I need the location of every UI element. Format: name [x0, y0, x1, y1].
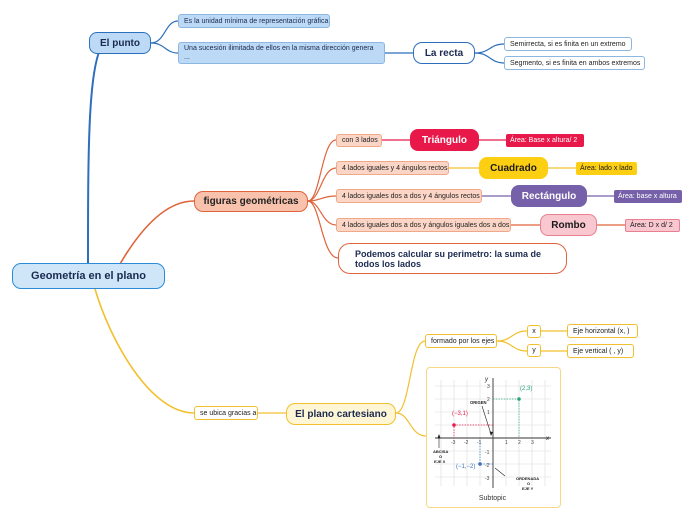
svg-text:2: 2 — [518, 440, 521, 446]
ordenada-line3: EJE Y — [522, 486, 534, 491]
topic-el-punto[interactable]: El punto — [89, 32, 151, 54]
cartesian-plane-image[interactable]: -3 -2 -1 1 2 3 3 2 1 -1 -2 -3 x y (2,3) (−3,1) (… — [426, 367, 561, 508]
abscisa-line1: ABCISA — [433, 449, 448, 454]
point-2-3 — [517, 397, 521, 401]
shape-rombo[interactable]: Rombo — [540, 214, 597, 236]
shape-triangulo[interactable]: Triángulo — [410, 129, 479, 151]
punto-sucesion[interactable]: Una sucesión ilimitada de ellos en la mi… — [178, 42, 385, 64]
point-neg3-1 — [452, 423, 456, 427]
svg-text:-2: -2 — [485, 463, 490, 469]
origen-label: ORIGEN — [470, 400, 487, 405]
eje-x-label[interactable]: x — [527, 325, 541, 338]
point-label-2-3: (2,3) — [520, 386, 532, 392]
svg-text:-3: -3 — [485, 476, 490, 482]
area-rectangulo[interactable]: Área: base x altura — [614, 190, 682, 203]
point-label-neg1-neg2: (−1,−2) — [456, 464, 475, 470]
eje-y-desc[interactable]: Eje vertical ( , y) — [567, 344, 634, 358]
topic-figuras-geometricas[interactable]: figuras geométricas — [194, 191, 308, 212]
topic-plano-cartesiano[interactable]: El plano cartesiano — [286, 403, 396, 425]
recta-segmento[interactable]: Segmento, si es finita en ambos extremos — [504, 56, 645, 70]
punto-sucesion-line1: Una sucesión ilimitada de ellos en la mi… — [184, 45, 374, 52]
svg-text:2: 2 — [487, 397, 490, 403]
figura-desc-cuadrado[interactable]: 4 lados iguales y 4 ángulos rectos — [336, 161, 449, 175]
shape-cuadrado[interactable]: Cuadrado — [479, 157, 548, 179]
topic-la-recta[interactable]: La recta — [413, 42, 475, 64]
point-neg1-neg2 — [478, 462, 482, 466]
svg-text:-2: -2 — [464, 440, 469, 446]
punto-sucesion-line2: ... — [184, 54, 190, 61]
svg-text:1: 1 — [487, 410, 490, 416]
svg-text:-1: -1 — [485, 450, 490, 456]
figura-desc-rombo[interactable]: 4 lados iguales dos a dos y ángulos igua… — [336, 218, 511, 232]
perimetro-note[interactable]: Podemos calcular su perimetro: la suma d… — [338, 243, 567, 274]
point-label-neg3-1: (−3,1) — [452, 411, 468, 417]
ordenada-line2: O — [527, 481, 530, 486]
central-topic[interactable]: Geometría en el plano — [12, 263, 165, 289]
area-triangulo[interactable]: Área: Base x altura/ 2 — [506, 134, 584, 147]
link-punto — [87, 42, 105, 265]
abscisa-line3: EJE X — [434, 459, 446, 464]
link-figuras — [119, 200, 195, 265]
ordenada-line1: ORDENADA — [516, 476, 539, 481]
punto-definition[interactable]: Es la unidad mínima de representación gr… — [178, 14, 330, 28]
abscisa-line2: O — [439, 454, 442, 459]
svg-text:1: 1 — [505, 440, 508, 446]
svg-text:-1: -1 — [477, 440, 482, 446]
figura-desc-triangulo[interactable]: con 3 lados — [336, 134, 382, 147]
recta-semirrecta[interactable]: Semirrecta, si es finita en un extremo — [504, 37, 632, 51]
graph-axis-x: x — [545, 436, 550, 442]
link-plano — [94, 288, 195, 414]
area-rombo[interactable]: Área: D x d/ 2 — [625, 219, 680, 232]
figura-desc-rectangulo[interactable]: 4 lados iguales dos a dos y 4 ángulos re… — [336, 189, 482, 203]
area-cuadrado[interactable]: Área: lado x lado — [576, 162, 637, 175]
cartesian-graph: -3 -2 -1 1 2 3 3 2 1 -1 -2 -3 x y (2,3) (−3,1) (… — [433, 377, 551, 491]
plano-formado-ejes[interactable]: formado por los ejes — [425, 334, 497, 348]
eje-y-label[interactable]: y — [527, 344, 541, 357]
connector-se-ubica[interactable]: se ubica gracias a — [194, 406, 258, 420]
eje-x-desc[interactable]: Eje horizontal (x, ) — [567, 324, 638, 338]
image-caption: Subtopic — [478, 495, 507, 502]
svg-text:-3: -3 — [451, 440, 456, 446]
svg-text:3: 3 — [487, 384, 490, 390]
svg-text:3: 3 — [531, 440, 534, 446]
graph-axis-y: y — [484, 377, 489, 383]
shape-rectangulo[interactable]: Rectángulo — [511, 185, 587, 207]
